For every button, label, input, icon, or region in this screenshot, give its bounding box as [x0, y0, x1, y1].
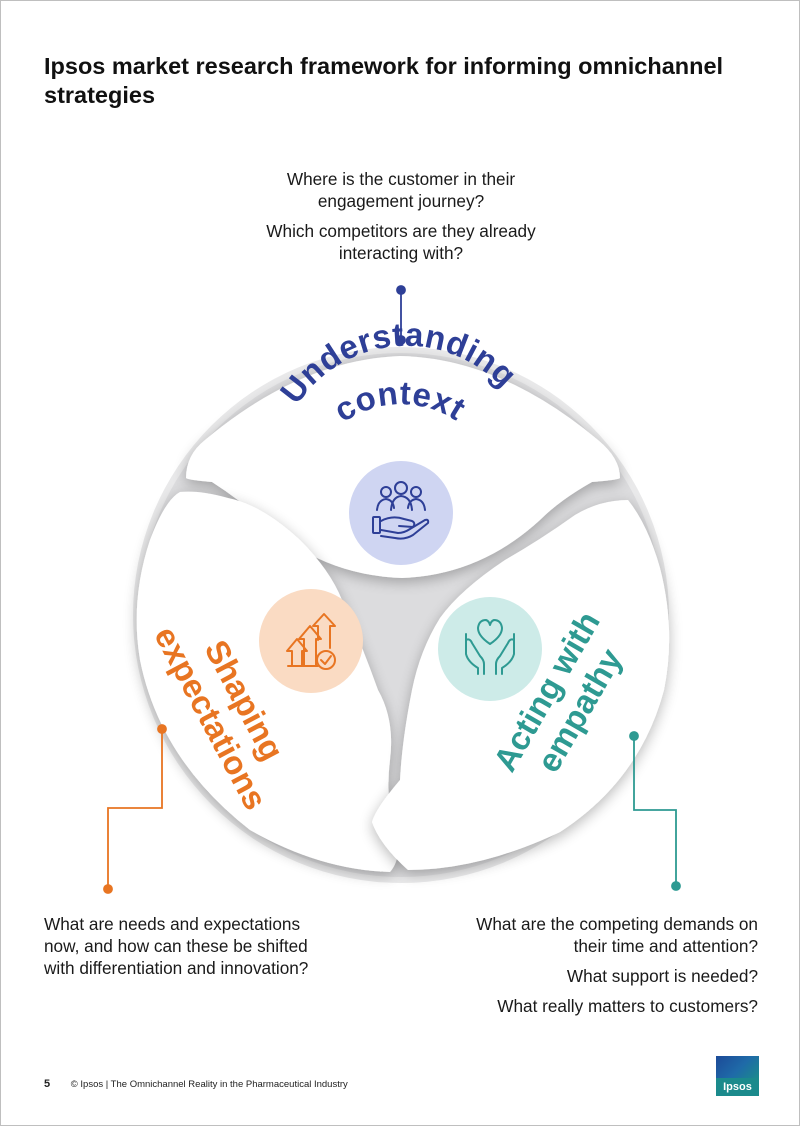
connector-right [629, 731, 681, 891]
right-question-2: What support is needed? [566, 966, 758, 986]
people-hand-icon [372, 481, 430, 540]
right-question-3: What really matters to customers? [497, 996, 758, 1016]
heart-hands-icon [465, 619, 515, 675]
icon-circle-left [259, 589, 363, 693]
right-questions: What are the competing demands on their … [440, 913, 758, 1017]
top-question-2: Which competitors are they already inter… [266, 221, 536, 263]
top-questions: Where is the customer in their engagemen… [240, 168, 562, 264]
right-question-1: What are the competing demands on their … [476, 914, 758, 956]
page-number: 5 [44, 1078, 51, 1090]
logo-text: Ipsos [723, 1081, 752, 1093]
growth-arrows-check-icon [286, 613, 336, 670]
segment-left [136, 491, 398, 872]
page-title: Ipsos market research framework for info… [44, 53, 724, 108]
connector-left [103, 724, 167, 894]
top-question-1: Where is the customer in their engagemen… [286, 169, 516, 211]
left-questions: What are needs and expectations now, and… [44, 913, 314, 979]
icon-circle-right [438, 597, 542, 701]
icon-circle-top [349, 461, 453, 565]
connector-top [396, 285, 406, 345]
left-question-1: What are needs and expectations now, and… [44, 914, 309, 978]
footer-text: © Ipsos | The Omnichannel Reality in the… [70, 1079, 348, 1090]
ipsos-logo: Ipsos [716, 1056, 759, 1096]
footer: 5 © Ipsos | The Omnichannel Reality in t… [44, 1078, 348, 1090]
logo-mark [716, 1056, 759, 1078]
